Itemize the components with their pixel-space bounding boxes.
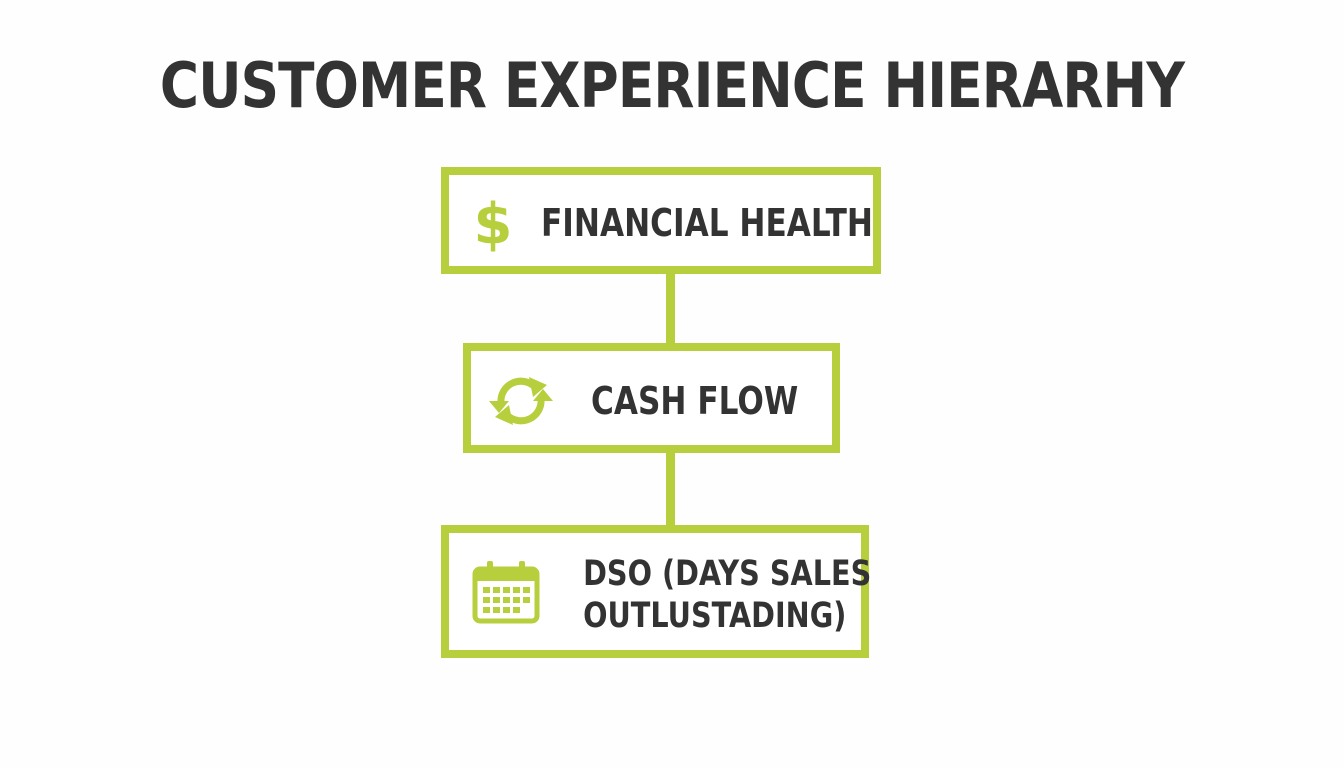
node-label-dso-line2: OUTLUSTADING) <box>583 596 847 636</box>
dollar-icon: $ <box>474 193 513 253</box>
node-label-dso-line1: DSO (DAYS SALES <box>583 554 872 594</box>
svg-text:$: $ <box>474 193 513 253</box>
node-cash-flow: CASH FLOW <box>463 343 840 453</box>
node-dso: DSO (DAYS SALES OUTLUSTADING) <box>441 525 872 658</box>
calendar-icon <box>472 561 540 624</box>
node-financial-health: $ FINANCIAL HEALTH <box>441 167 881 274</box>
connector-cash-to-dso <box>666 453 675 525</box>
node-label-dso: DSO (DAYS SALES OUTLUSTADING) <box>583 553 872 637</box>
node-label-financial-health: FINANCIAL HEALTH <box>541 201 873 245</box>
connector-financial-to-cash <box>666 274 675 343</box>
diagram-title: CUSTOMER EXPERIENCE HIERARHY <box>159 49 1185 122</box>
refresh-cycle-icon <box>489 377 553 425</box>
node-label-cash-flow: CASH FLOW <box>591 379 799 423</box>
